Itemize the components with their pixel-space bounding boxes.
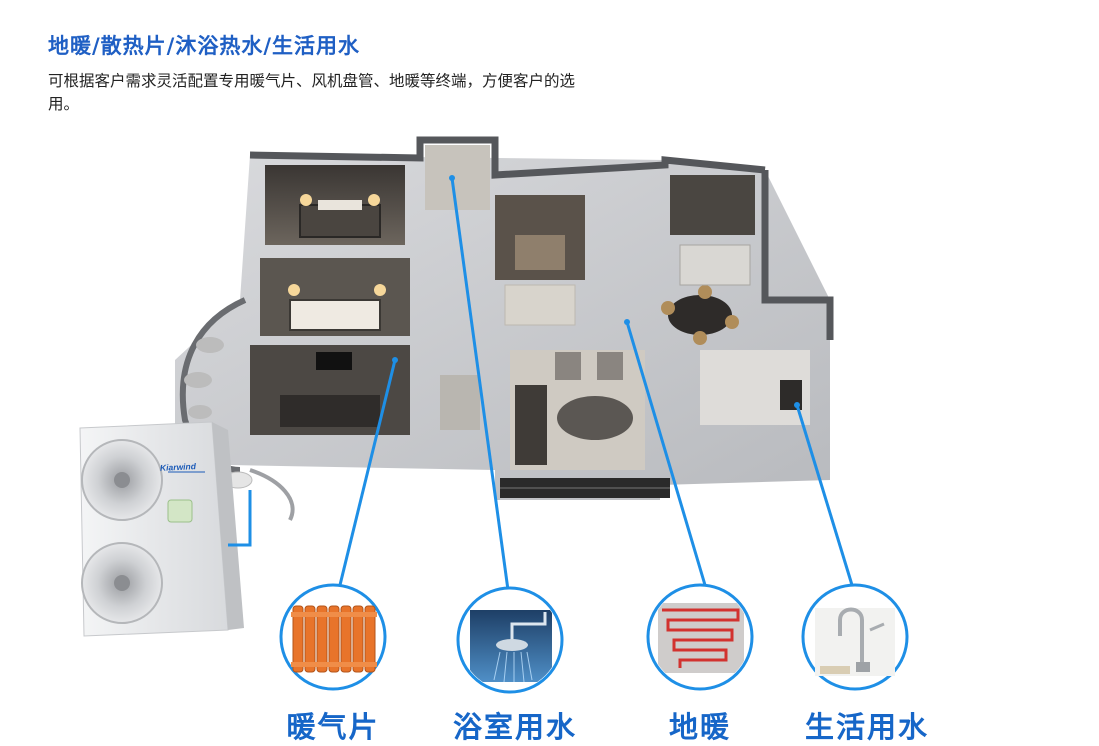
apartment-floorplan bbox=[175, 136, 834, 521]
connector-lines bbox=[338, 177, 854, 591]
label-floor-heating: 地暖 bbox=[668, 710, 731, 744]
floor-heating-icon bbox=[646, 583, 754, 691]
label-faucet: 生活用水 bbox=[804, 710, 929, 744]
radiator-icon bbox=[279, 583, 387, 691]
label-shower: 浴室用水 bbox=[452, 710, 577, 744]
shower-icon bbox=[456, 586, 564, 694]
page-description: 可根据客户需求灵活配置专用暖气片、风机盘管、地暖等终端，方便客户的选用。 bbox=[48, 72, 576, 113]
label-radiator: 暖气片 bbox=[286, 710, 380, 744]
outdoor-unit bbox=[79, 421, 244, 637]
faucet-icon bbox=[801, 583, 909, 691]
page-title: 地暖/散热片/沐浴热水/生活用水 bbox=[48, 34, 361, 58]
brand-logo: Kiarwind bbox=[159, 461, 197, 473]
